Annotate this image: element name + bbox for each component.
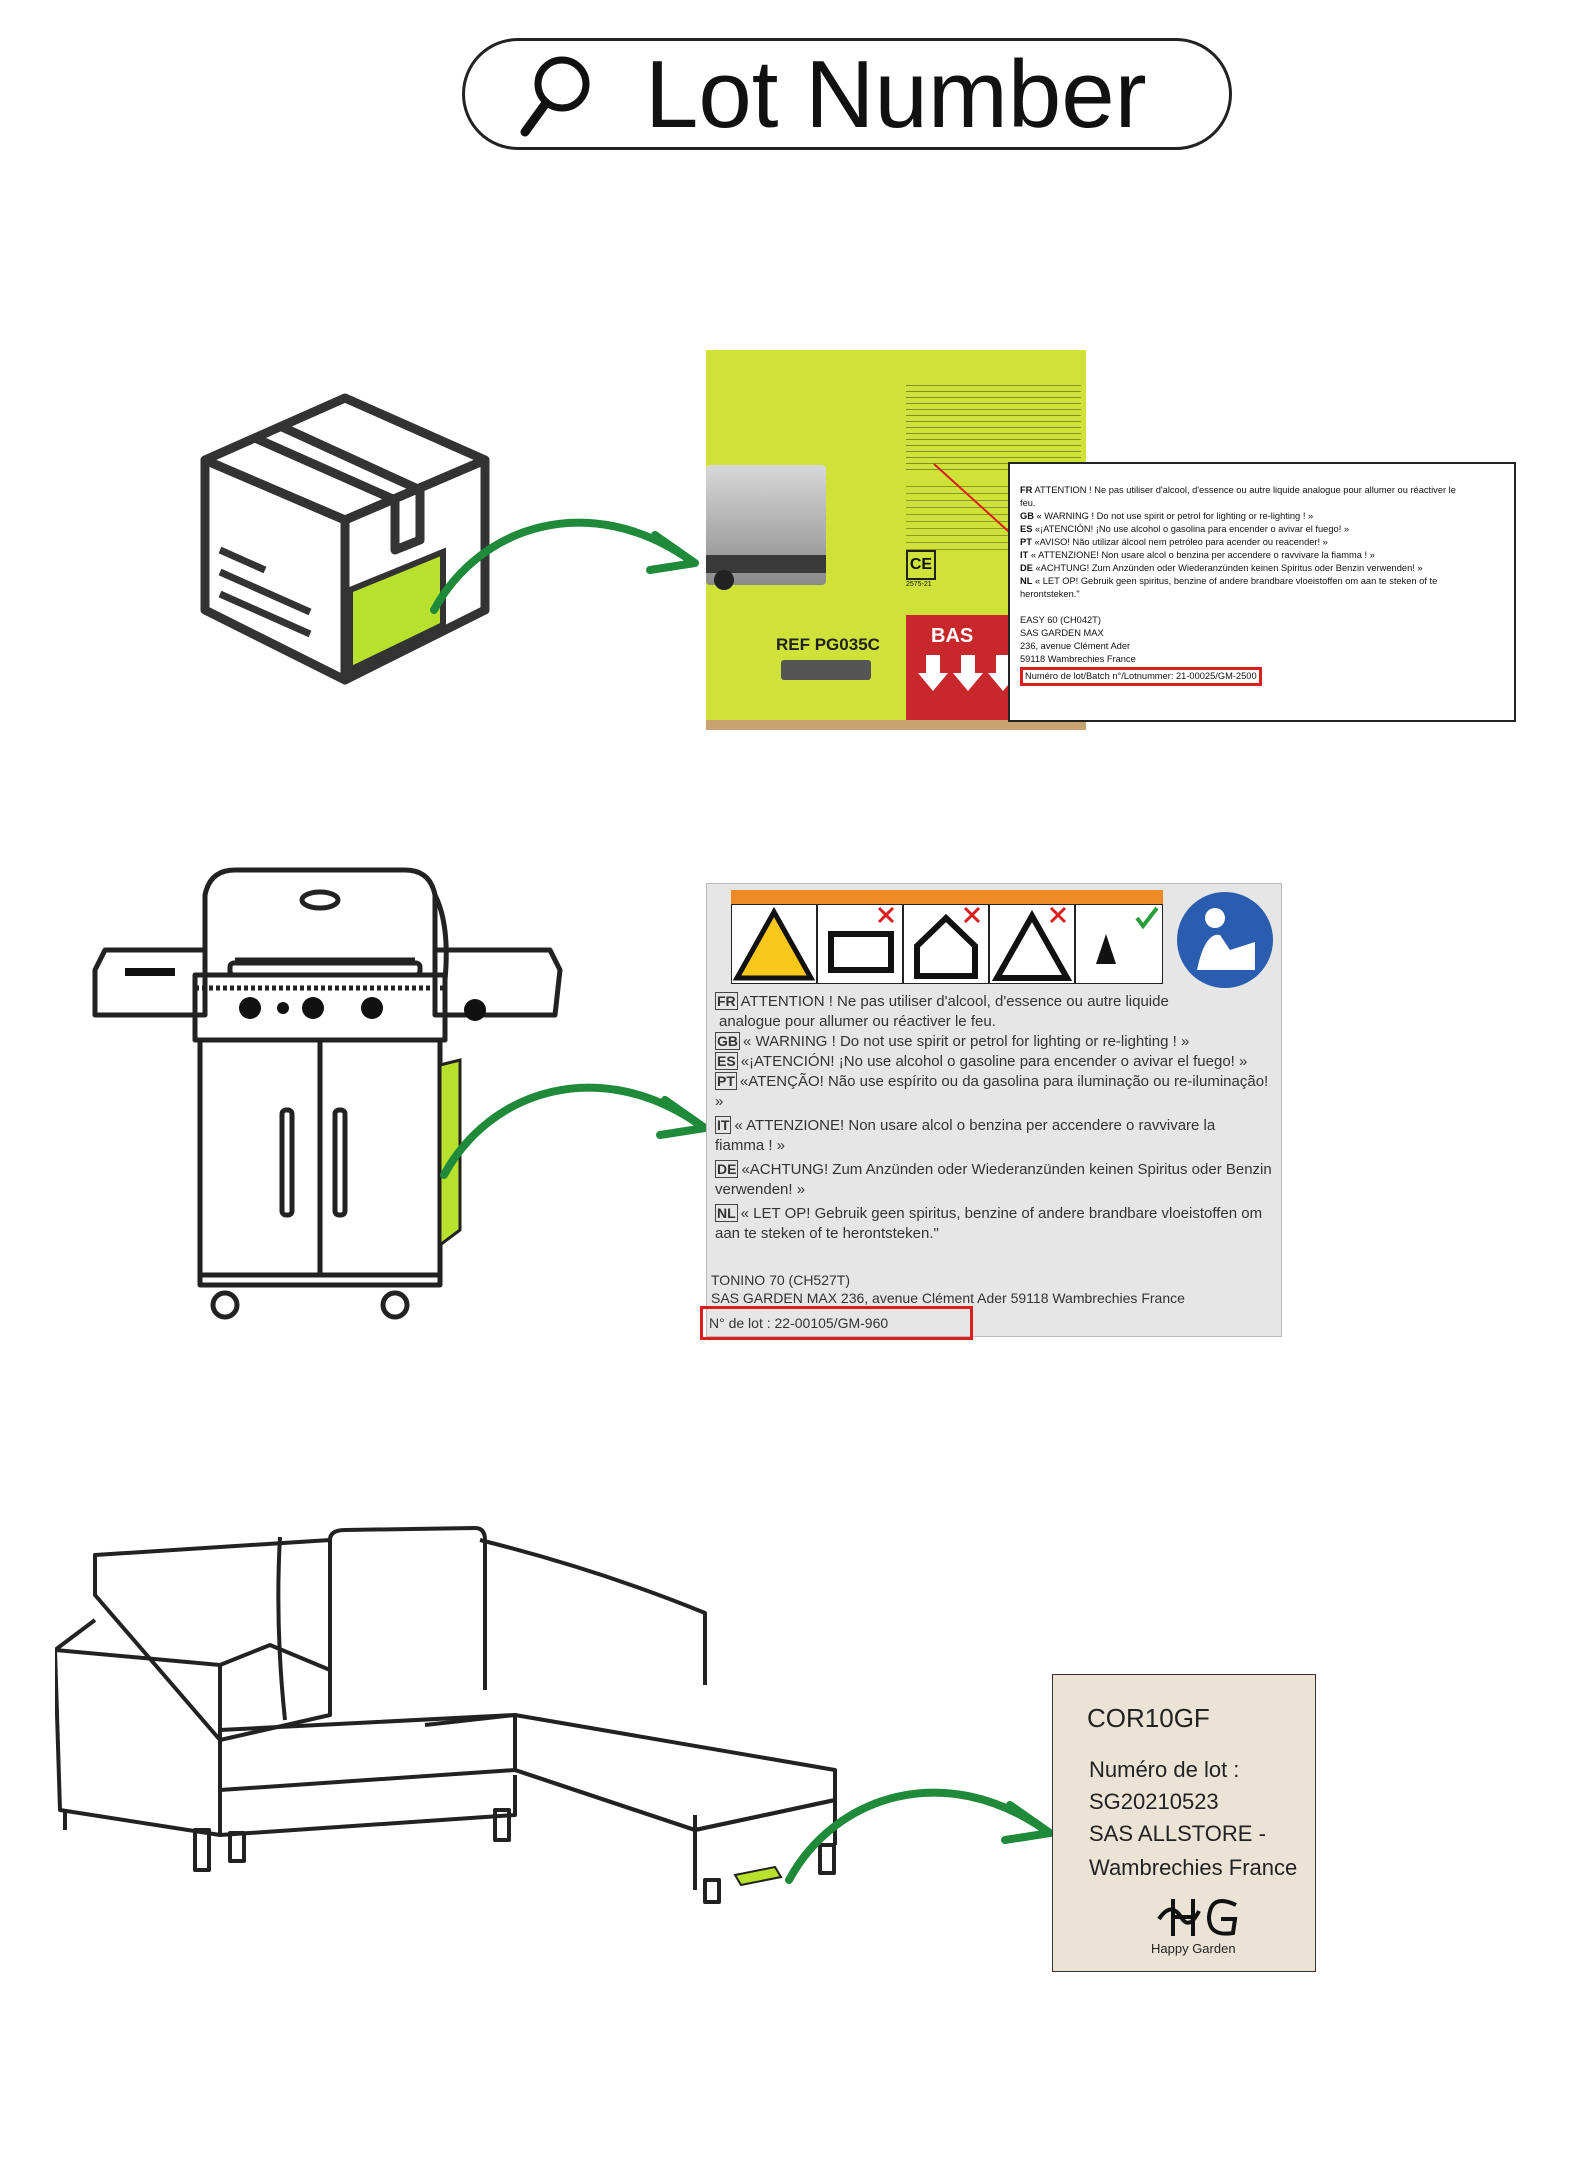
down-arrows-icon	[918, 655, 1018, 691]
city-address: 59118 Wambrechies France	[1020, 654, 1136, 664]
arrow-icon	[785, 1788, 1054, 1884]
product-ref: REF PG035C	[776, 635, 880, 654]
gas-grill-icon	[92, 867, 563, 1320]
lot-number: SG20210523	[1089, 1789, 1219, 1814]
company-name: SAS ALLSTORE -	[1089, 1821, 1266, 1846]
company-name: SAS GARDEN MAX	[1020, 628, 1104, 638]
package-box-icon	[200, 393, 490, 685]
ce-code: 2575-21	[906, 581, 932, 588]
city-address: Wambrechies France	[1089, 1855, 1298, 1880]
box-label-zoom: FR ATTENTION ! Ne pas utiliser d'alcool,…	[1008, 462, 1516, 722]
warning-pictograms-icon	[731, 904, 1163, 984]
read-manual-icon	[1177, 892, 1273, 988]
arrow-icon	[440, 1083, 709, 1179]
corner-sofa-icon	[55, 1526, 837, 1904]
model-name: EASY 60 (CH042T)	[1020, 615, 1101, 625]
model-name: TONINO 70 (CH527T)	[711, 1272, 850, 1288]
arrow-icon	[430, 518, 699, 614]
lot-number-highlight: N° de lot : 22-00105/GM-960	[700, 1306, 973, 1340]
model-name: COR10GF	[1087, 1703, 1210, 1733]
side-mark: BAS	[931, 625, 974, 647]
company-address: SAS GARDEN MAX 236, avenue Clément Ader …	[711, 1290, 1185, 1306]
street-address: 236, avenue Clément Ader	[1020, 641, 1131, 651]
title-pill	[462, 38, 1232, 150]
sofa-label-photo: COR10GF Numéro de lot : SG20210523 SAS A…	[1052, 1674, 1316, 1972]
happy-garden-logo-icon	[1157, 1899, 1238, 1936]
lot-number-highlight: Numéro de lot/Batch n°/Lotnummer: 21-000…	[1020, 667, 1262, 686]
page-title: Lot Number	[645, 41, 1147, 148]
brand-name: Happy Garden	[1151, 1941, 1236, 1956]
magnifier-icon	[520, 56, 590, 137]
lot-label: Numéro de lot :	[1089, 1757, 1240, 1782]
